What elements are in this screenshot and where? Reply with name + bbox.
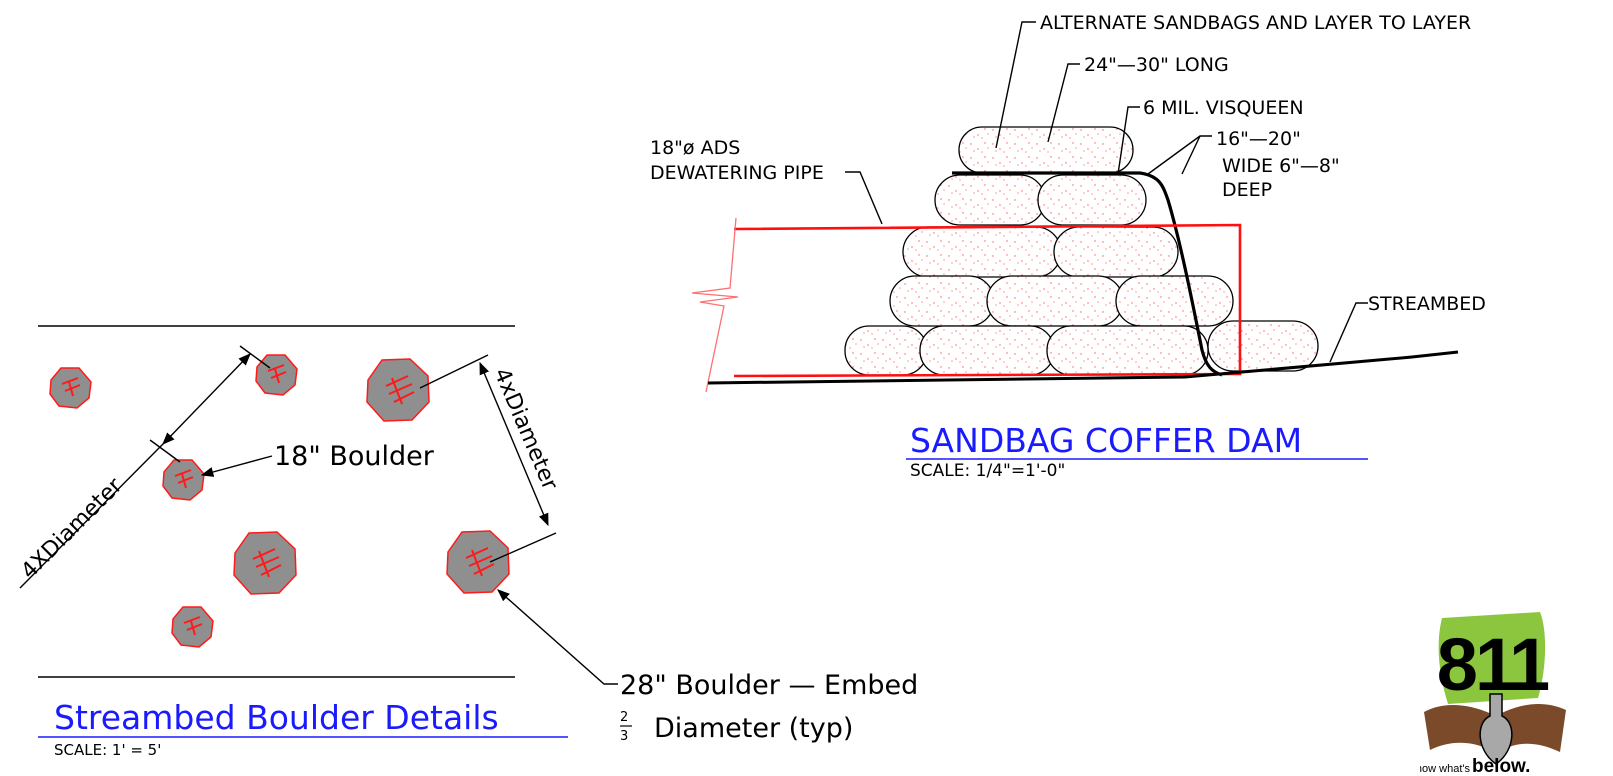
boulder-detail: 4XDiameter 4xDiameter 18" Boulder 28" Bo… [17,325,918,759]
boulder-18 [49,367,92,409]
boulder-28 [233,531,297,595]
dimension-left [19,345,271,589]
label-18-boulder: 18" Boulder [274,441,435,472]
sandbag [919,325,1055,376]
sandbag [1115,275,1234,327]
note-bag-size-1: 16"—20" [1216,128,1301,150]
note-visqueen: 6 MIL. VISQUEEN [1143,97,1304,119]
boulder-detail-title: Streambed Boulder Details [54,698,499,737]
sandbag [1046,325,1209,376]
note-pipe-2: DEWATERING PIPE [650,162,824,184]
call-811-logo: 811 Know what's below. [1420,612,1566,776]
leader-18 [200,455,273,477]
label-28-frac-num: 2 [620,710,628,725]
logo-tagline-big: below. [1472,756,1530,776]
label-28-boulder: 28" Boulder — Embed [620,670,918,701]
sandbag [958,126,1134,174]
coffer-dam-detail: ALTERNATE SANDBAGS AND LAYER TO LAYER 24… [650,12,1486,481]
coffer-dam-title: SANDBAG COFFER DAM [910,421,1302,460]
boulder-detail-scale: SCALE: 1' = 5' [54,741,161,759]
sandbag [1037,174,1147,226]
sandbag [889,275,995,327]
boulder-28 [446,530,510,594]
sandbag-stack [844,126,1319,376]
boulder-28 [366,358,430,422]
note-pipe-1: 18"ø ADS [650,137,740,159]
streambed-line [707,350,1459,385]
coffer-dam-scale: SCALE: 1/4"=1'-0" [910,461,1065,481]
note-alternate-sandbags: ALTERNATE SANDBAGS AND LAYER TO LAYER [1040,12,1471,34]
note-bag-size-3: DEEP [1222,179,1272,201]
label-28-diameter: Diameter (typ) [654,713,853,744]
pipe-break-symbol [691,217,739,393]
visqueen-liner [952,171,1223,377]
logo-green-backdrop [1438,612,1546,704]
sandbag [844,325,928,376]
sandbag [1053,226,1179,278]
note-streambed: STREAMBED [1368,293,1486,315]
leader-28 [497,589,618,685]
sandbag [1207,320,1319,372]
sandbag [986,275,1124,327]
dim-label-left: 4XDiameter [17,473,129,585]
logo-tagline-small: Know what's [1420,763,1470,775]
logo-number: 811 [1437,623,1549,706]
coffer-leaders [845,21,1368,363]
dewatering-pipe [733,223,1242,378]
sandbag [902,226,1062,278]
dimension-right [419,354,557,563]
boulder-18 [255,354,298,396]
label-28-frac-den: 3 [620,729,628,744]
note-bag-length: 24"—30" LONG [1084,54,1229,76]
shovel-icon [1479,693,1513,765]
sandbag [934,174,1046,226]
boulder-18 [171,606,214,648]
note-bag-size-2: WIDE 6"—8" [1222,155,1340,177]
boulder-18 [162,459,205,501]
dim-label-right: 4xDiameter [488,365,562,495]
